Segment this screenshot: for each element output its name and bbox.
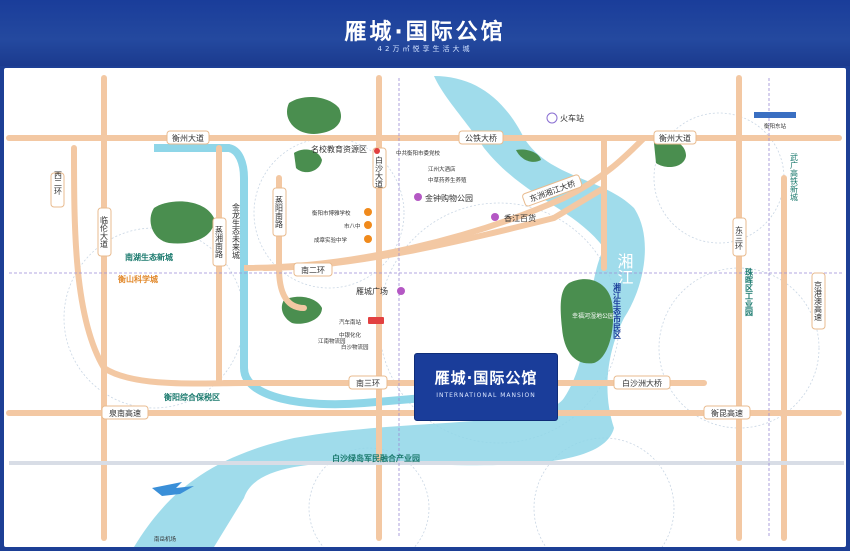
park-4 — [654, 140, 686, 168]
poi-jinzhong: 金钟购物公园 — [425, 193, 473, 203]
district-labels: 南湖生态新城 衡山科学城 衡阳综合保税区 白沙绿岛军民融合产业园 珠晖区工业园 … — [118, 252, 754, 463]
poi-markers: 名校教育资源区 中共衡阳市委党校 江州大酒店 中草药养生养殖 金钟购物公园 香江… — [152, 112, 796, 543]
island — [516, 149, 541, 162]
road-labels: 衡州大道 公铁大桥 衡州大道 东洲湘江大桥 南二环 南三环 白沙洲大桥 泉南高速… — [50, 130, 826, 420]
label-nanerhuan: 南二环 — [301, 265, 325, 275]
poi-zhongyao: 中草药养生养殖 — [428, 176, 467, 184]
label-nansanhuan: 南三环 — [356, 378, 380, 388]
label-gongtie: 公铁大桥 — [465, 133, 497, 143]
district-baisha-jun: 白沙绿岛军民融合产业园 — [332, 453, 420, 463]
poi-mingxiao: 名校教育资源区 — [311, 144, 367, 154]
park-1 — [286, 96, 342, 134]
poi-jiangnan: 江南物流园 — [318, 337, 346, 345]
location-map: 衡州大道 公铁大桥 衡州大道 东洲湘江大桥 南二环 南三环 白沙洲大桥 泉南高速… — [4, 68, 846, 547]
district-xingfuhe: 幸福河湿地公园 — [572, 312, 614, 320]
label-hengzhou-w: 衡州大道 — [172, 133, 204, 143]
district-zhuhui: 珠晖区工业园 — [744, 267, 754, 317]
label-hengzhou-e: 衡州大道 — [659, 133, 691, 143]
label-baisha-dq: 白沙大道 — [375, 155, 384, 189]
label-xiangjiang: 湘江 — [615, 253, 634, 285]
brand-slogan: 42万㎡悦享生活大城 — [377, 45, 473, 53]
poi-xiangjiang-bh: 香江百货 — [504, 213, 536, 223]
poi-qiche: 汽车南站 — [339, 318, 362, 326]
district-hengshan: 衡山科学城 — [118, 274, 158, 284]
header-banner: 雁城·国际公馆 42万㎡悦享生活大城 — [0, 0, 850, 66]
project-name-cn: 雁城·国际公馆 — [434, 369, 538, 387]
poi-nanyue-airport: 南岳机场 — [154, 535, 177, 543]
park-3 — [294, 149, 322, 173]
district-baozhuang: 衡阳综合保税区 — [164, 392, 220, 402]
project-marker: 雁城·国际公馆 INTERNATIONAL MANSION — [414, 353, 558, 421]
poi-bowu: 衡阳市博雅学校 — [312, 209, 351, 217]
poi-yanwei: 雁城广场 — [356, 286, 388, 296]
poi-zhongyin: 中银化化 — [339, 331, 362, 339]
canal — [154, 144, 425, 409]
label-zhenxiang: 蒸湘南路 — [215, 225, 224, 258]
label-hengkun: 衡昆高速 — [711, 408, 743, 418]
poi-baisha-wl: 白沙物流园 — [341, 343, 369, 351]
dashed-lines — [9, 78, 844, 538]
poi-jiangzhou: 江州大酒店 — [428, 165, 456, 173]
label-quannan: 泉南高速 — [109, 408, 141, 418]
district-nanhu: 南湖生态新城 — [125, 252, 173, 262]
district-xiangjiang-eco: 湘江生态市民区 — [613, 282, 622, 340]
label-jinlong: 金龙生态未来城 — [232, 202, 241, 260]
roads — [6, 75, 842, 541]
label-baishazhou: 白沙洲大桥 — [622, 378, 662, 388]
park-xingfuhe — [560, 279, 614, 364]
airplane-icon — [152, 482, 194, 496]
label-xierhuan: 西二环 — [54, 171, 63, 196]
label-jinggang: 京港澳高速 — [814, 280, 823, 322]
poi-huochezhan: 火车站 — [560, 113, 584, 123]
label-dongsanhuan: 东三环 — [735, 225, 744, 251]
map-canvas: 衡州大道 公铁大桥 衡州大道 东洲湘江大桥 南二环 南三环 白沙洲大桥 泉南高速… — [6, 75, 844, 547]
park-2 — [150, 201, 215, 244]
label-wuguang: 武广高铁新城 — [790, 152, 799, 202]
poi-hengyang-east: 衡阳东站 — [764, 122, 787, 130]
poi-chengzhang: 成章实验中学 — [314, 236, 348, 244]
train-icon — [754, 112, 796, 118]
brand-title: 雁城·国际公馆 — [344, 20, 506, 45]
poi-zhonggong: 中共衡阳市委党校 — [396, 149, 441, 157]
project-name-en: INTERNATIONAL MANSION — [436, 392, 536, 399]
poi-shi8: 市八中 — [344, 222, 361, 230]
label-dengyang: 蒸阳南路 — [275, 195, 284, 228]
label-linqian: 临伦大道 — [100, 215, 109, 249]
xiangjiang-river — [134, 76, 645, 547]
